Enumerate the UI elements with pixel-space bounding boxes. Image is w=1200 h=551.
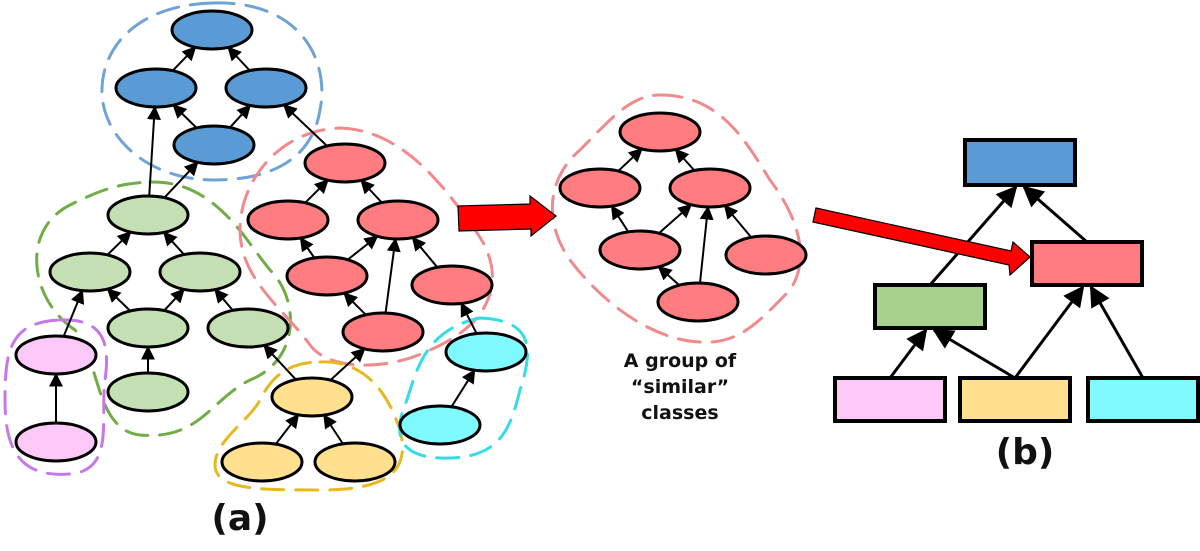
red-class-node <box>356 199 440 241</box>
pink-class-node <box>14 334 98 376</box>
pink-class-node <box>14 421 98 463</box>
edge-arrow <box>304 179 329 204</box>
yellow-class-node <box>220 441 304 483</box>
edge-arrow <box>329 347 366 381</box>
edge-arrow <box>323 413 344 445</box>
edge-arrow <box>658 203 693 235</box>
edge-arrow <box>384 237 401 314</box>
hierarchy-edge-green-to-blue <box>928 185 1018 286</box>
panel-b-caption: (b) <box>995 432 1055 473</box>
edge-arrow <box>163 288 185 312</box>
edge-arrow <box>360 179 383 204</box>
cyan-class-node <box>444 331 528 373</box>
edge-arrow <box>299 236 316 259</box>
red-class-node <box>656 281 740 323</box>
pink-superclass-box <box>833 376 947 423</box>
red-class-node <box>724 234 808 276</box>
transition-arrow-1 <box>457 194 557 238</box>
group-caption: A group of “similar” classes <box>590 348 770 426</box>
edge-arrow <box>274 413 300 445</box>
green-superclass-box <box>873 283 987 330</box>
yellow-class-node <box>270 376 354 418</box>
edge-arrow <box>162 231 185 256</box>
yellow-group-outline <box>213 360 404 492</box>
hierarchy-edge-yellow-to-red <box>1013 285 1085 379</box>
red-class-node <box>285 255 369 297</box>
blue-superclass-box <box>963 138 1077 187</box>
edge-arrow <box>214 288 234 312</box>
edge-arrow <box>617 147 643 172</box>
red-class-node <box>246 199 330 241</box>
cyan-group-outline <box>398 316 529 460</box>
transition-arrow-2 <box>812 207 1031 277</box>
edge-arrow <box>227 46 251 72</box>
red-class-node <box>558 167 642 209</box>
hierarchy-edge-red-to-blue <box>1022 185 1088 244</box>
edge-arrow <box>172 104 198 129</box>
edge-arrow <box>147 105 161 197</box>
edge-arrow <box>163 161 199 199</box>
blue-class-node <box>172 124 256 166</box>
edge-arrow <box>674 148 696 172</box>
cyan-superclass-box <box>1086 376 1200 423</box>
edge-arrow <box>657 265 680 286</box>
yellow-class-node <box>313 441 397 483</box>
edge-arrow <box>699 205 714 284</box>
edge-arrow <box>343 292 367 316</box>
red-class-node <box>598 229 682 271</box>
red-superclass-box <box>1030 240 1144 287</box>
red-class-node <box>410 264 494 306</box>
red-class-node <box>618 111 702 153</box>
edge-arrow <box>723 204 753 238</box>
blue-class-node <box>224 67 308 109</box>
red-class-node <box>668 167 752 209</box>
group-caption-line2: “similar” classes <box>630 376 730 424</box>
middle-group-outline <box>550 93 802 344</box>
pink-group-outline <box>3 318 109 476</box>
edge-arrow <box>610 204 630 233</box>
blue-class-node <box>114 67 198 109</box>
edge-arrow <box>347 235 379 261</box>
edge-arrow <box>450 369 476 408</box>
edge-arrow <box>62 289 85 337</box>
hierarchy-edge-yellow-to-green <box>932 328 1016 380</box>
red-class-node <box>303 142 387 184</box>
green-class-node <box>206 307 290 349</box>
green-group-outline <box>35 180 292 437</box>
blue-group-outline <box>100 1 324 182</box>
blue-class-node <box>170 9 254 51</box>
edge-arrow <box>263 344 297 381</box>
edge-arrow <box>282 104 328 147</box>
green-class-node <box>48 251 132 293</box>
edge-arrow <box>460 302 478 334</box>
green-class-node <box>106 307 190 349</box>
panel-a-caption: (a) <box>211 498 269 539</box>
edge-arrow <box>171 46 197 72</box>
green-class-node <box>106 371 190 413</box>
cyan-class-node <box>398 404 482 446</box>
hierarchy-edge-pink-to-green <box>888 328 928 379</box>
edge-arrow <box>229 104 252 129</box>
group-caption-line1: A group of <box>623 350 737 372</box>
red-class-node <box>341 311 425 353</box>
edge-arrow <box>411 236 439 268</box>
green-class-node <box>158 251 242 293</box>
edge-arrow <box>106 231 132 256</box>
hierarchy-edge-cyan-to-red <box>1089 285 1145 379</box>
yellow-superclass-box <box>958 376 1072 423</box>
edge-arrow <box>106 288 132 312</box>
green-class-node <box>106 194 190 236</box>
